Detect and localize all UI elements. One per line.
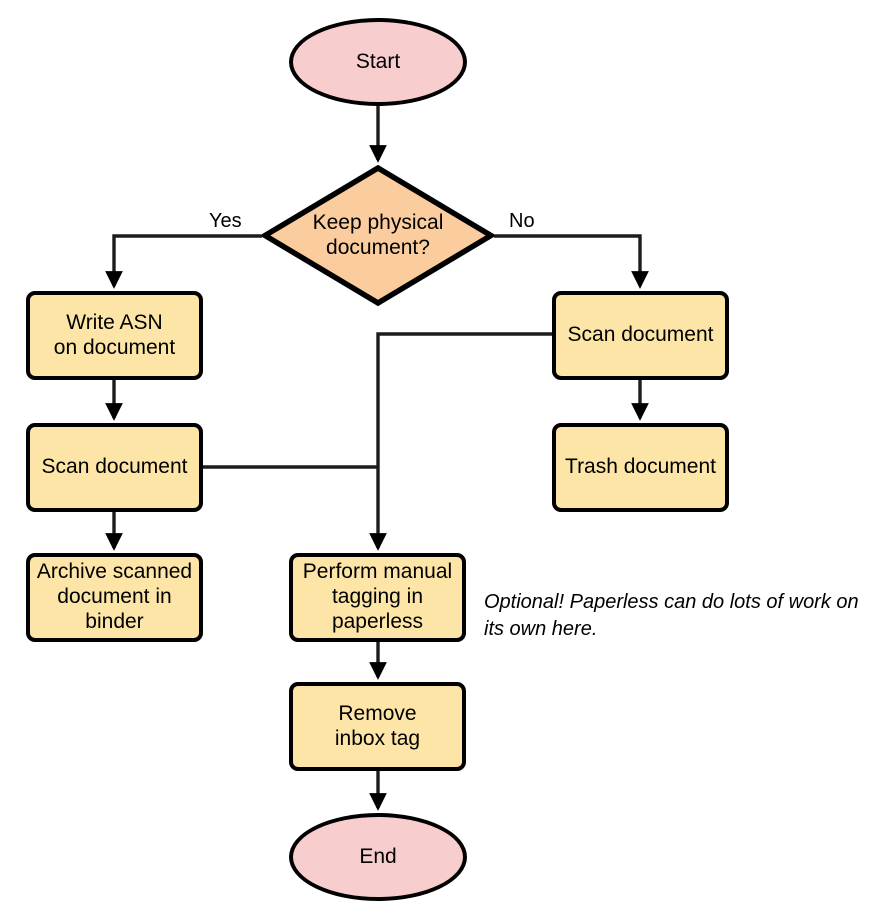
node-archive-scanned-document[interactable]: Archive scanned document in binder <box>26 553 203 642</box>
node-remove-inbox-tag[interactable]: Remove inbox tag <box>289 682 466 771</box>
node-decision-label: Keep physical document? <box>312 210 444 259</box>
node-trash-document[interactable]: Trash document <box>552 423 729 512</box>
node-start[interactable]: Start <box>289 18 467 106</box>
diamond-shape <box>262 165 494 306</box>
edge-label-yes: Yes <box>209 210 242 232</box>
node-scan-document-right-label: Scan document <box>567 323 714 347</box>
node-perform-manual-tagging[interactable]: Perform manual tagging in paperless <box>289 553 466 642</box>
node-write-asn-label: Write ASN on document <box>53 310 176 359</box>
node-scan-document-right[interactable]: Scan document <box>552 291 729 380</box>
node-scan-document-left-label: Scan document <box>41 455 188 479</box>
edge-decision-to-writeasn <box>105 234 262 289</box>
node-scan-document-left[interactable]: Scan document <box>26 423 203 512</box>
node-start-label: Start <box>355 49 401 73</box>
node-trash-document-label: Trash document <box>565 455 716 479</box>
edge-decision-to-scanright <box>494 234 649 289</box>
node-write-asn-on-document[interactable]: Write ASN on document <box>26 291 203 380</box>
node-end-label: End <box>359 844 397 868</box>
node-end[interactable]: End <box>289 813 467 901</box>
annotation-optional-note: Optional! Paperless can do lots of work … <box>484 591 859 640</box>
node-tagging-label: Perform manual tagging in paperless <box>302 560 453 633</box>
node-remove-inbox-tag-label: Remove inbox tag <box>334 701 421 750</box>
edge-label-no: No <box>509 210 535 232</box>
node-archive-label: Archive scanned document in binder <box>36 560 193 633</box>
edge-scanright-to-tagging <box>369 332 552 551</box>
node-keep-physical-document[interactable]: Keep physical document? <box>262 165 494 306</box>
